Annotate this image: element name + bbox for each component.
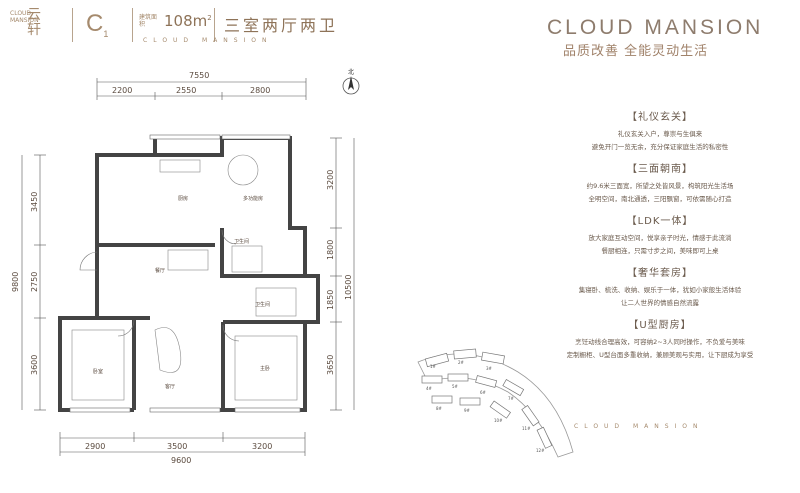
building-block: [447, 373, 469, 382]
dim-bottom-total: 9600: [171, 456, 191, 465]
header-divider: [214, 8, 215, 42]
north-arrow-icon: 北: [342, 68, 360, 95]
building-block: [453, 348, 477, 360]
building-block: [502, 379, 525, 397]
unit-code: C1: [86, 10, 109, 39]
slogan: 品质改善 全能灵动生活: [563, 44, 709, 59]
dim-right: 3200: [326, 170, 335, 190]
building-block: [521, 405, 540, 427]
windows: [69, 134, 301, 413]
dim-bottom: 2900: [85, 442, 105, 451]
feature-line: 集寝卧、梳洗、收纳、娱乐于一体，犹如小家般生活体验: [578, 286, 742, 294]
building-label: 3#: [486, 366, 493, 371]
feature-item: 【LDK一体】 放大家庭互动空间，悦享亲子时光，情感于此流淌 餐厨相连，只需寸步…: [520, 212, 800, 258]
dim-top-total: 7550: [189, 71, 209, 80]
feature-item: 【三面朝南】 约9.6米三面宽，所望之处皆风景，构筑阳光生活场 全明空间，南北通…: [520, 160, 800, 206]
building-label: 11#: [522, 426, 531, 431]
dim-top: 2550: [176, 86, 196, 95]
right-dimensions: [330, 137, 355, 411]
dim-bottom: 3500: [167, 442, 187, 451]
building-block: [536, 426, 553, 449]
feature-title: 【U型厨房】: [628, 320, 692, 331]
north-label: 北: [348, 68, 354, 76]
feature-line: 餐厨相连，只需寸步之间，美味即可上桌: [601, 247, 719, 255]
room-label-master: 主卧: [260, 365, 270, 372]
dim-left-total: 9800: [11, 272, 20, 292]
floor-plan: 7550 2200 2550 2800 9800 3450 2750 3600 …: [11, 71, 355, 465]
dim-right-total: 10500: [344, 275, 353, 300]
doors: [79, 229, 240, 342]
brand-name: 云轩: [27, 7, 41, 38]
brand-vertical-text: CLOUD MANSION: [10, 10, 39, 24]
building-label: 2#: [458, 360, 465, 365]
building-label: 8#: [436, 406, 443, 411]
feature-item: 【奢华套房】 集寝卧、梳洗、收纳、娱乐于一体，犹如小家般生活体验 让二人世界的情…: [520, 264, 800, 310]
building-label: 5#: [452, 384, 459, 389]
room-label-dining: 餐厅: [155, 267, 165, 274]
area-value: 108m2: [164, 12, 212, 30]
building-block: [475, 375, 498, 388]
building-label: 6#: [480, 390, 487, 395]
top-dimensions: [96, 78, 307, 100]
layout-title: 三室两厅两卫: [224, 16, 339, 35]
building-block: [431, 395, 453, 404]
area-label: 建筑面积: [139, 14, 158, 28]
room-label-bath: 卫生间: [255, 301, 270, 308]
feature-line: 定制橱柜、U型台面多重收纳，兼顾美观与实用，让下厨成为享受: [566, 351, 754, 359]
dim-right: 1850: [326, 290, 335, 310]
feature-list: 【礼仪玄关】 礼仪玄关入户，尊崇与生俱来 避免开门一览无余，充分保证家庭生活的私…: [520, 108, 800, 368]
building-label: 7#: [508, 396, 515, 401]
building-block: [481, 351, 505, 365]
building-label: 12#: [536, 448, 545, 453]
room-label-multi: 多功能房: [243, 195, 263, 202]
left-dimensions: [21, 154, 46, 411]
dim-top: 2200: [112, 86, 132, 95]
dim-right: 3650: [326, 355, 335, 375]
building-block: [489, 400, 511, 419]
feature-line: 避免开门一览无余，充分保证家庭生活的私密性: [591, 143, 729, 151]
dim-left: 2750: [30, 272, 39, 292]
feature-line: 礼仪玄关入户，尊崇与生俱来: [617, 130, 703, 138]
building-block: [424, 352, 450, 368]
dim-left: 3450: [30, 192, 39, 212]
header-divider: [72, 8, 73, 42]
feature-line: 让二人世界的情感自然流露: [621, 299, 699, 307]
feature-title: 【三面朝南】: [627, 164, 693, 175]
dim-right: 1800: [326, 240, 335, 260]
feature-title: 【奢华套房】: [627, 268, 693, 279]
dim-top: 2800: [250, 86, 270, 95]
bottom-dimensions: [59, 432, 306, 456]
dim-bottom: 3200: [252, 442, 272, 451]
room-label-living: 客厅: [165, 383, 175, 390]
building-block: [459, 397, 481, 406]
header-divider: [132, 8, 133, 42]
feature-line: 烹饪动线合理高效，可容纳2~3人同时操作，不负爱与美味: [575, 338, 745, 346]
furniture: [71, 154, 298, 401]
building-label: 9#: [464, 408, 471, 413]
feature-line: 全明空间，南北通透，三阳飘窗，可依需随心打造: [588, 195, 732, 203]
building-label: 10#: [494, 418, 503, 423]
room-label-kitchen: 厨房: [178, 195, 188, 202]
building-label: 4#: [426, 386, 433, 391]
feature-item: 【礼仪玄关】 礼仪玄关入户，尊崇与生俱来 避免开门一览无余，充分保证家庭生活的私…: [520, 108, 800, 154]
mansion-title: CLOUD MANSION: [547, 16, 764, 39]
feature-item: 【U型厨房】 烹饪动线合理高效，可容纳2~3人同时操作，不负爱与美味 定制橱柜、…: [520, 316, 800, 362]
feature-line: 约9.6米三面宽，所望之处皆风景，构筑阳光生活场: [586, 182, 734, 190]
dim-left: 3600: [30, 355, 39, 375]
walls: [58, 136, 320, 412]
feature-line: 放大家庭互动空间，悦享亲子时光，情感于此流淌: [588, 234, 732, 242]
building-block: [421, 375, 443, 384]
room-label-bath: 卫生间: [234, 238, 249, 245]
room-label-bedroom: 卧室: [93, 368, 103, 375]
footer-brand: CLOUD MANSION: [574, 423, 704, 430]
feature-title: 【礼仪玄关】: [627, 112, 693, 123]
sub-brand: CLOUD MANSION: [143, 37, 273, 44]
building-label: 1#: [430, 364, 437, 369]
site-plan: 1# 2# 3# 4# 5# 6# 7# 8# 9# 10# 11# 12#: [417, 348, 574, 458]
feature-title: 【LDK一体】: [626, 216, 694, 227]
